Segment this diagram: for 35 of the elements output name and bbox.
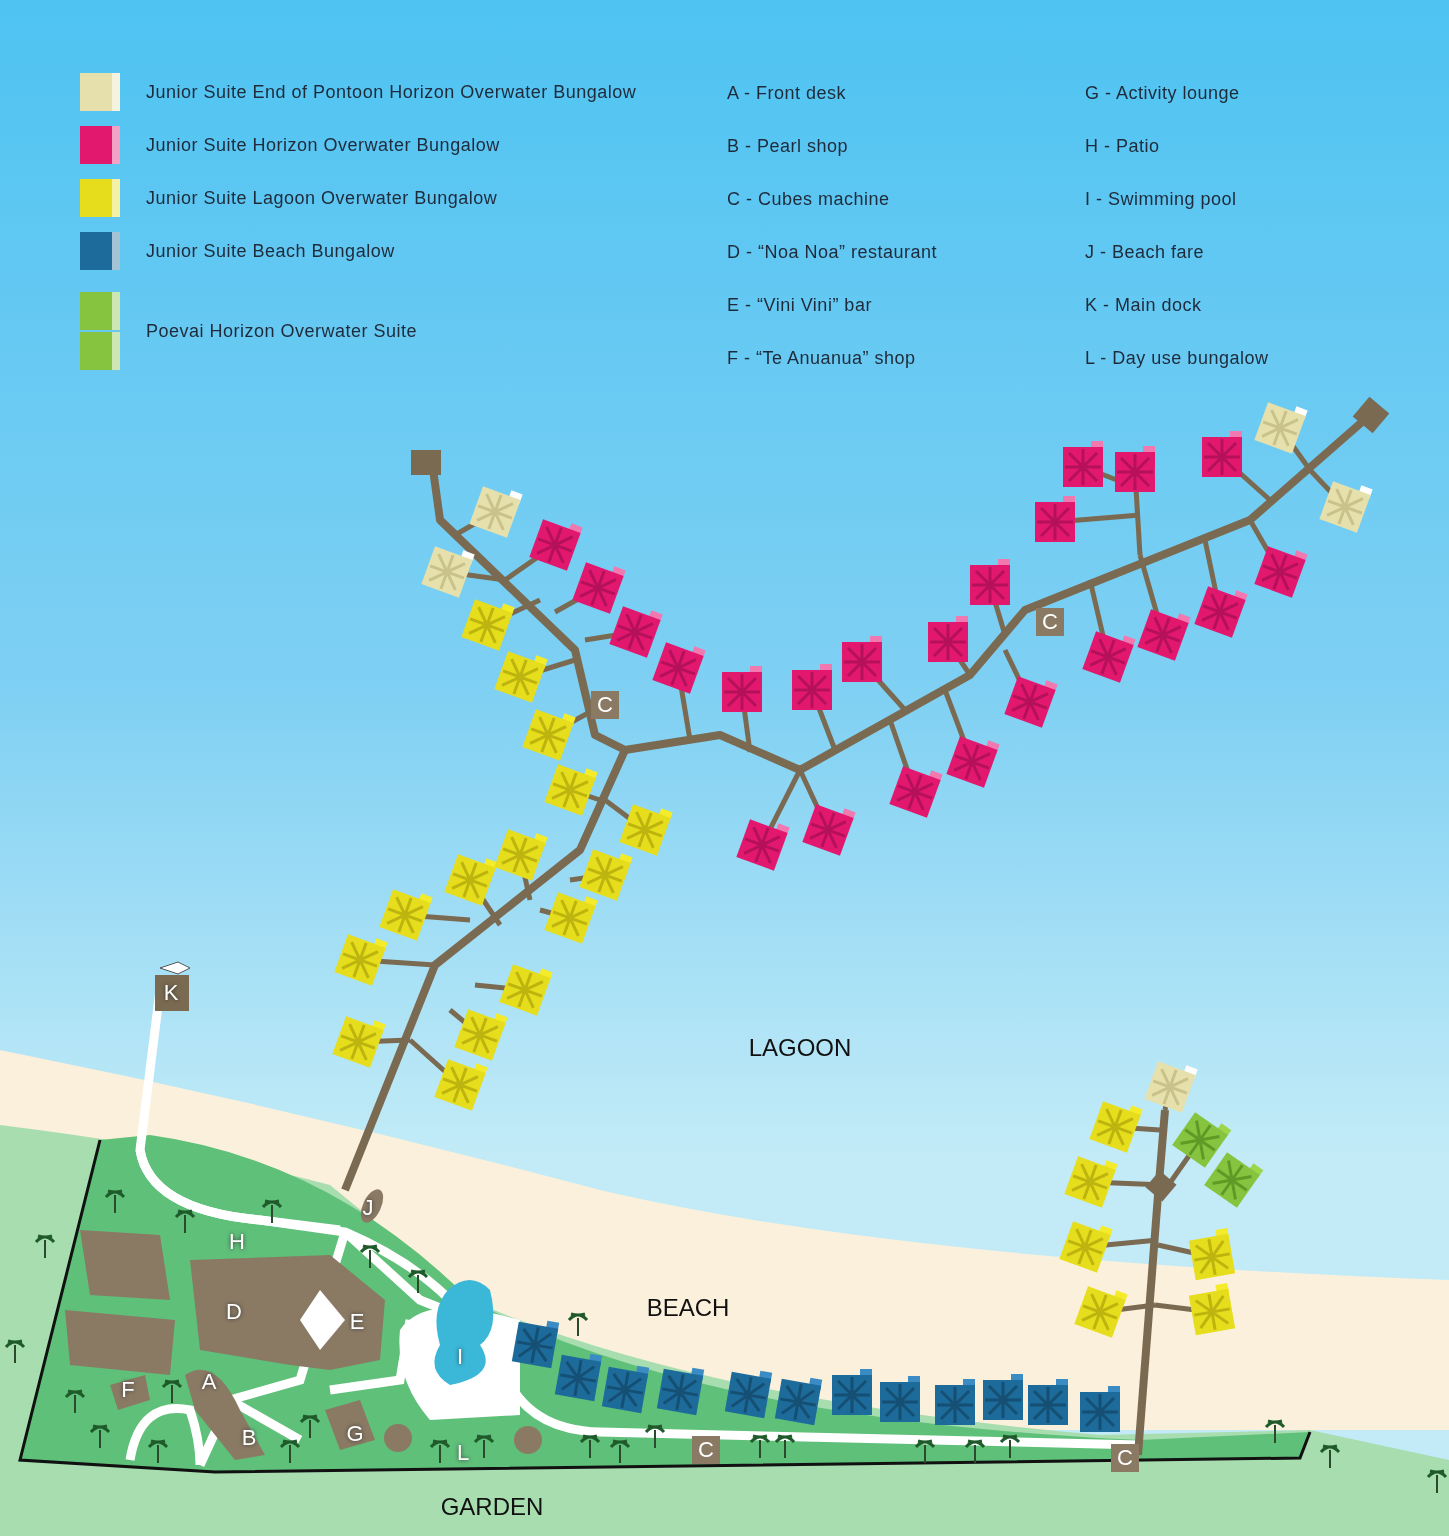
map-letter: J: [362, 1197, 374, 1219]
key-entry: E - “Vini Vini” bar: [727, 294, 872, 317]
legend-text: Junior Suite Horizon Overwater Bungalow: [146, 133, 500, 157]
map-letter: G: [346, 1423, 364, 1445]
area-label: GARDEN: [440, 1495, 544, 1519]
legend-text: Poevai Horizon Overwater Suite: [146, 319, 418, 343]
key-entry: H - Patio: [1085, 135, 1160, 158]
map-letter: C: [1042, 611, 1058, 633]
key-entry: C - Cubes machine: [727, 188, 890, 211]
legend-text: Junior Suite End of Pontoon Horizon Overwater Bungalow: [146, 80, 637, 104]
map-letter: K: [163, 982, 179, 1004]
map-letter: C: [1117, 1447, 1133, 1469]
key-entry: L - Day use bungalow: [1085, 347, 1269, 370]
map-letter: A: [201, 1371, 217, 1393]
key-entry: A - Front desk: [727, 82, 847, 105]
key-entry: J - Beach fare: [1085, 241, 1205, 264]
map-letter: C: [597, 694, 613, 716]
map-letter: H: [229, 1231, 245, 1253]
key-entry: F - “Te Anuanua” shop: [727, 347, 916, 370]
map-letter: E: [349, 1311, 365, 1333]
map-letter: C: [698, 1439, 714, 1461]
legend-text: Junior Suite Lagoon Overwater Bungalow: [146, 186, 498, 210]
map-letter: B: [241, 1427, 257, 1449]
map-letter: L: [456, 1442, 470, 1464]
key-entry: G - Activity lounge: [1085, 82, 1240, 105]
key-entry: D - “Noa Noa” restaurant: [727, 241, 938, 264]
area-label: LAGOON: [748, 1036, 852, 1060]
area-label: BEACH: [646, 1296, 730, 1320]
map-letter: I: [456, 1346, 464, 1368]
key-entry: I - Swimming pool: [1085, 188, 1237, 211]
key-entry: K - Main dock: [1085, 294, 1202, 317]
map-letter: F: [121, 1379, 135, 1401]
legend-text: Junior Suite Beach Bungalow: [146, 239, 395, 263]
map-letter: D: [226, 1301, 242, 1323]
key-entry: B - Pearl shop: [727, 135, 849, 158]
